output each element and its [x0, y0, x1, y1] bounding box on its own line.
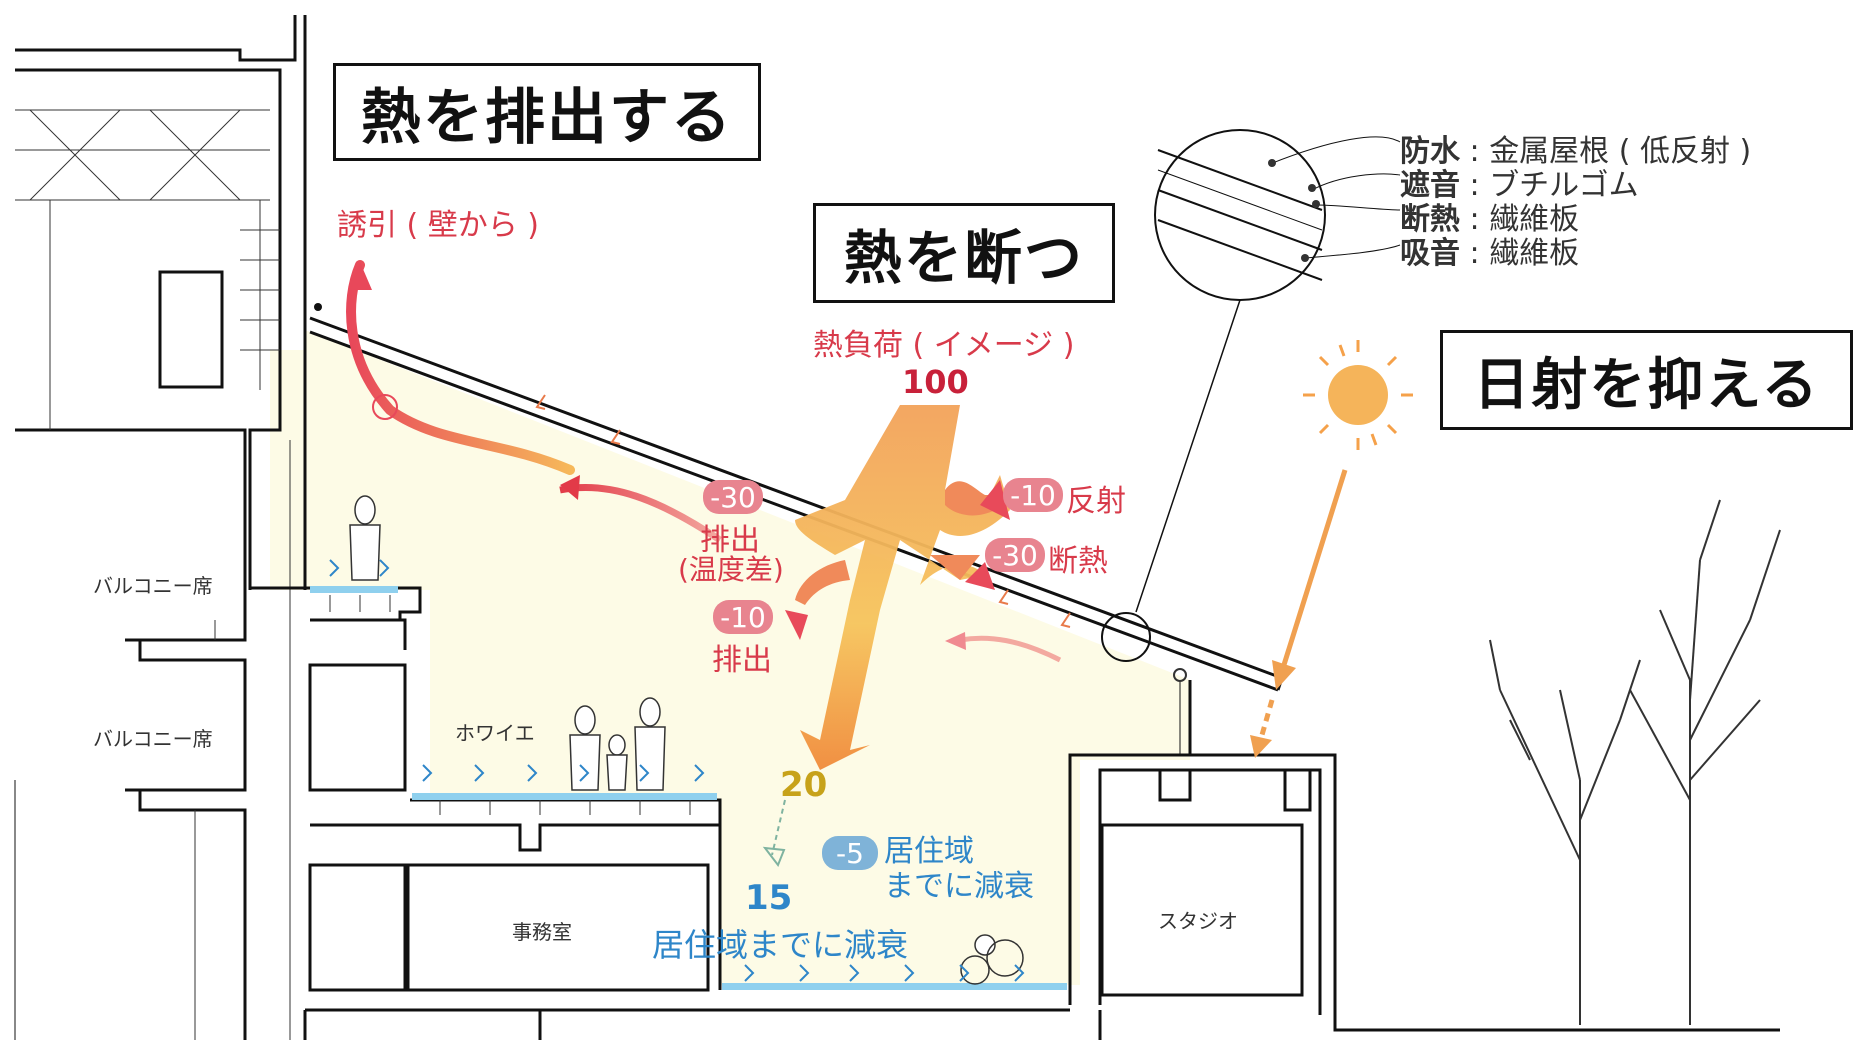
exhaust-swoosh: [346, 260, 1062, 663]
label-reduce-2: までに減衰: [884, 869, 1034, 904]
value-final: 15: [745, 878, 793, 918]
roof-layer-3-name: 断熱: [1400, 202, 1460, 237]
pill-reduce: -5: [822, 836, 878, 870]
left-building-thin-lines: [15, 109, 291, 1040]
label-reflect: 反射: [1066, 484, 1126, 519]
label-final: 居住域までに減衰: [652, 926, 909, 964]
room-balcony-2: バルコニー席: [93, 727, 213, 751]
pill-exhaust: -10: [713, 600, 773, 634]
roof-heat-marks: [535, 394, 1071, 628]
sun: [1303, 340, 1413, 450]
value-remain: 20: [780, 765, 828, 805]
room-office: 事務室: [512, 920, 572, 944]
roof-layer-4-material: 繊維板: [1489, 236, 1580, 271]
label-heat-load: 熱負荷 ( イメージ ): [813, 328, 1075, 363]
label-exhaust-temp-2: (温度差): [678, 553, 784, 586]
sun-ray-arrow: [1250, 469, 1348, 758]
floor-grating: [329, 595, 691, 815]
heading-insulate: 熱を断つ: [813, 203, 1115, 303]
roof-layer-3-material: 繊維板: [1489, 202, 1580, 237]
roof-layer-1-material: 金属屋根 ( 低反射 ): [1489, 134, 1752, 169]
heading-exhaust: 熱を排出する: [333, 63, 761, 161]
people: [349, 495, 1024, 985]
attenuation-arrow: [762, 799, 786, 868]
roof-layer-2: 遮音 : ブチルゴム: [1400, 168, 1639, 203]
value-heat-load: 100: [902, 363, 969, 401]
left-floors: [250, 586, 1102, 1040]
roof-layer-4-name: 吸音: [1400, 236, 1460, 271]
label-exhaust: 排出: [712, 643, 772, 678]
roof-layer-2-name: 遮音: [1400, 168, 1460, 203]
pill-insulate: -30: [985, 538, 1045, 572]
floor-cooling-strips: [310, 586, 1067, 990]
roof-layer-1-name: 防水: [1400, 134, 1460, 169]
label-insulate: 断熱: [1048, 544, 1108, 579]
roof-layer-3: 断熱 : 繊維板: [1400, 202, 1580, 237]
roof-layer-4: 吸音 : 繊維板: [1400, 236, 1580, 271]
roof-layer-2-material: ブチルゴム: [1489, 168, 1639, 203]
callout-dots: [1268, 159, 1320, 262]
trees: [1489, 499, 1781, 1025]
label-exhaust-temp-1: 排出: [700, 523, 760, 558]
heading-solar: 日射を抑える: [1440, 330, 1853, 430]
warm-zone: [305, 330, 1190, 985]
heat-load-arrow: [785, 405, 1010, 770]
seat-marks: [329, 559, 1025, 982]
room-studio: スタジオ: [1158, 909, 1238, 933]
studio-building: [1068, 680, 1780, 1032]
roof-detail-callout: [1101, 129, 1401, 662]
label-induction: 誘引 ( 壁から ): [337, 208, 540, 243]
roof-layer-1: 防水 : 金属屋根 ( 低反射 ): [1400, 134, 1752, 169]
pill-exhaust-temp: -30: [703, 480, 763, 514]
label-reduce-1: 居住域: [884, 834, 974, 869]
room-foyer: ホワイエ: [455, 721, 535, 745]
left-building: [14, 15, 307, 1040]
pill-reflect: -10: [1003, 478, 1063, 512]
room-balcony-1: バルコニー席: [93, 574, 213, 598]
roof-pivot: [314, 303, 322, 311]
